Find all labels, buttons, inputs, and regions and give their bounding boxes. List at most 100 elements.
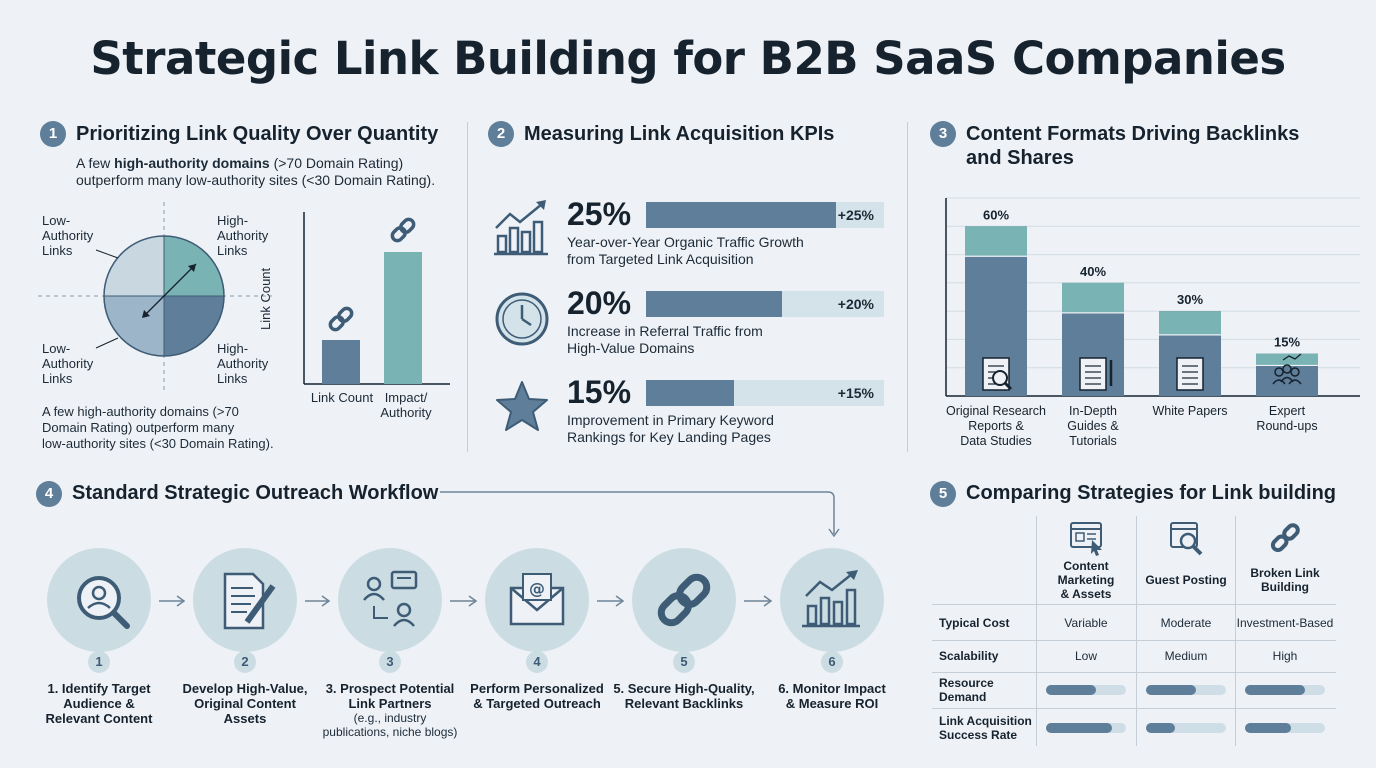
search-user-icon <box>77 576 130 629</box>
kpi-1-bar-label: +25% <box>837 207 874 223</box>
data-label-2: 30% <box>1177 292 1203 307</box>
table-cell: Medium <box>1164 649 1208 663</box>
table-row-label: Resource Demand <box>939 676 994 704</box>
bar-top <box>965 226 1027 257</box>
research-report-icon <box>982 357 1013 391</box>
section-5-number: 5 <box>930 481 956 507</box>
workflow-arrow <box>155 594 189 613</box>
level-bar-fill <box>1046 723 1112 733</box>
section-1-note: A few high-authority domains (>70 Domain… <box>42 404 274 451</box>
workflow-step-number: 3 <box>379 651 401 673</box>
quadrant-label-bottom-left: Low- Authority Links <box>42 341 94 386</box>
quadrant-label-top-left: Low- Authority Links <box>42 213 94 258</box>
table-cell: High <box>1272 649 1298 663</box>
workflow-step-6 <box>780 548 884 652</box>
kpi-2-bar: +20% <box>646 291 884 317</box>
guide-icon <box>1079 357 1113 391</box>
level-bar-fill <box>1146 685 1196 695</box>
table-cell: Moderate <box>1160 616 1212 630</box>
data-label-3: 15% <box>1274 335 1300 350</box>
link-icon <box>390 217 416 243</box>
level-bar <box>1245 685 1325 695</box>
kpi-3-percent: 15% <box>567 374 632 410</box>
workflow-step-label: 6. Monitor Impact & Measure ROI <box>778 681 886 711</box>
clock-icon <box>495 292 549 346</box>
table-col-header: Broken Link Building <box>1250 566 1320 594</box>
section-4-title: Standard Strategic Outreach Workflow <box>72 482 439 504</box>
workflow-loop-arrow <box>440 491 840 538</box>
workflow-arrow <box>593 594 628 613</box>
svg-text:@: @ <box>529 579 545 598</box>
level-bar <box>1146 685 1226 695</box>
email-envelope-icon: @ <box>509 573 565 626</box>
workflow-arrow <box>301 594 334 613</box>
data-label-1: 40% <box>1080 264 1106 279</box>
guest-posting-icon <box>1168 520 1204 556</box>
kpi-3-description: Improvement in Primary Keyword Rankings … <box>567 412 774 445</box>
workflow-step-5 <box>632 548 736 652</box>
table-row-label: Link Acquisition Success Rate <box>939 714 1032 742</box>
prospect-partners-icon <box>363 570 418 627</box>
table-row-line <box>932 708 1336 709</box>
section-5-title: Comparing Strategies for Link building <box>966 482 1337 504</box>
workflow-arrow <box>446 594 481 613</box>
kpi-2-description: Increase in Referral Traffic from High-V… <box>567 323 763 356</box>
section-2-number: 2 <box>488 121 514 147</box>
table-header-line <box>932 604 1336 605</box>
mini-chart-xlabel-0: Link Count <box>310 390 374 405</box>
workflow-step-number: 5 <box>673 651 695 673</box>
bar-top <box>1062 282 1124 313</box>
level-bar <box>1046 685 1126 695</box>
table-cell: Low <box>1074 649 1097 663</box>
kpi-2-percent: 20% <box>567 285 632 321</box>
workflow-step-1 <box>47 548 151 652</box>
section-1-title: Prioritizing Link Quality Over Quantity <box>76 123 439 145</box>
document-pencil-icon <box>223 572 276 630</box>
section-3-number: 3 <box>930 121 956 147</box>
mini-bar-impact <box>384 252 422 384</box>
data-label-0: 60% <box>983 207 1009 222</box>
table-cell: Variable <box>1064 616 1108 630</box>
kpi-1-percent: 25% <box>567 196 632 232</box>
bar-3 <box>1256 353 1318 396</box>
kpi-3-bar-label: +15% <box>837 385 874 401</box>
kpi-3-bar-fill <box>646 380 735 406</box>
level-bar <box>1146 723 1226 733</box>
link-icon <box>328 306 354 332</box>
table-col-header: Guest Posting <box>1145 573 1227 587</box>
divider-2 <box>907 122 908 452</box>
table-col-divider <box>1036 516 1037 746</box>
workflow-step-number: 4 <box>526 651 548 673</box>
kpi-1-description: Year-over-Year Organic Traffic Growth fr… <box>567 234 804 267</box>
table-col-divider <box>1235 516 1236 746</box>
workflow-step-4: @ <box>485 548 589 652</box>
bar-top <box>1256 353 1318 366</box>
workflow-step-label: 1. Identify Target Audience & Relevant C… <box>45 681 153 726</box>
workflow-step-number: 6 <box>821 651 843 673</box>
kpi-2-bar-label: +20% <box>837 296 874 312</box>
workflow-step-label: Develop High-Value, Original Content Ass… <box>182 681 308 726</box>
workflow-step-number: 1 <box>88 651 110 673</box>
section-1-number: 1 <box>40 121 66 147</box>
workflow-step-label: Perform Personalized & Targeted Outreach <box>470 681 604 711</box>
growth-chart-icon <box>494 200 548 256</box>
level-bar-fill <box>1245 723 1292 733</box>
section-2-title: Measuring Link Acquisition KPIs <box>524 123 835 145</box>
level-bar-fill <box>1245 685 1305 695</box>
table-col-divider <box>1136 516 1137 746</box>
table-cell: Investment-Based <box>1236 616 1334 630</box>
workflow-step-label: 5. Secure High-Quality, Relevant Backlin… <box>613 681 755 711</box>
quadrant-diagram <box>38 202 272 390</box>
white-paper-icon <box>1176 357 1204 391</box>
level-bar-fill <box>1146 723 1175 733</box>
level-bar <box>1245 723 1325 733</box>
mini-bar-link-count <box>322 340 360 384</box>
mini-chart-ylabel: Link Count <box>258 267 273 330</box>
quadrant-label-bottom-right: High- Authority Links <box>217 341 269 386</box>
workflow-step-label: 3. Prospect Potential Link Partners <box>325 681 455 711</box>
table-row-line <box>932 640 1336 641</box>
section-3-title: Content Formats Driving Backlinks and Sh… <box>966 123 1300 169</box>
table-row-line <box>932 672 1336 673</box>
kpi-3-bar: +15% <box>646 380 884 406</box>
